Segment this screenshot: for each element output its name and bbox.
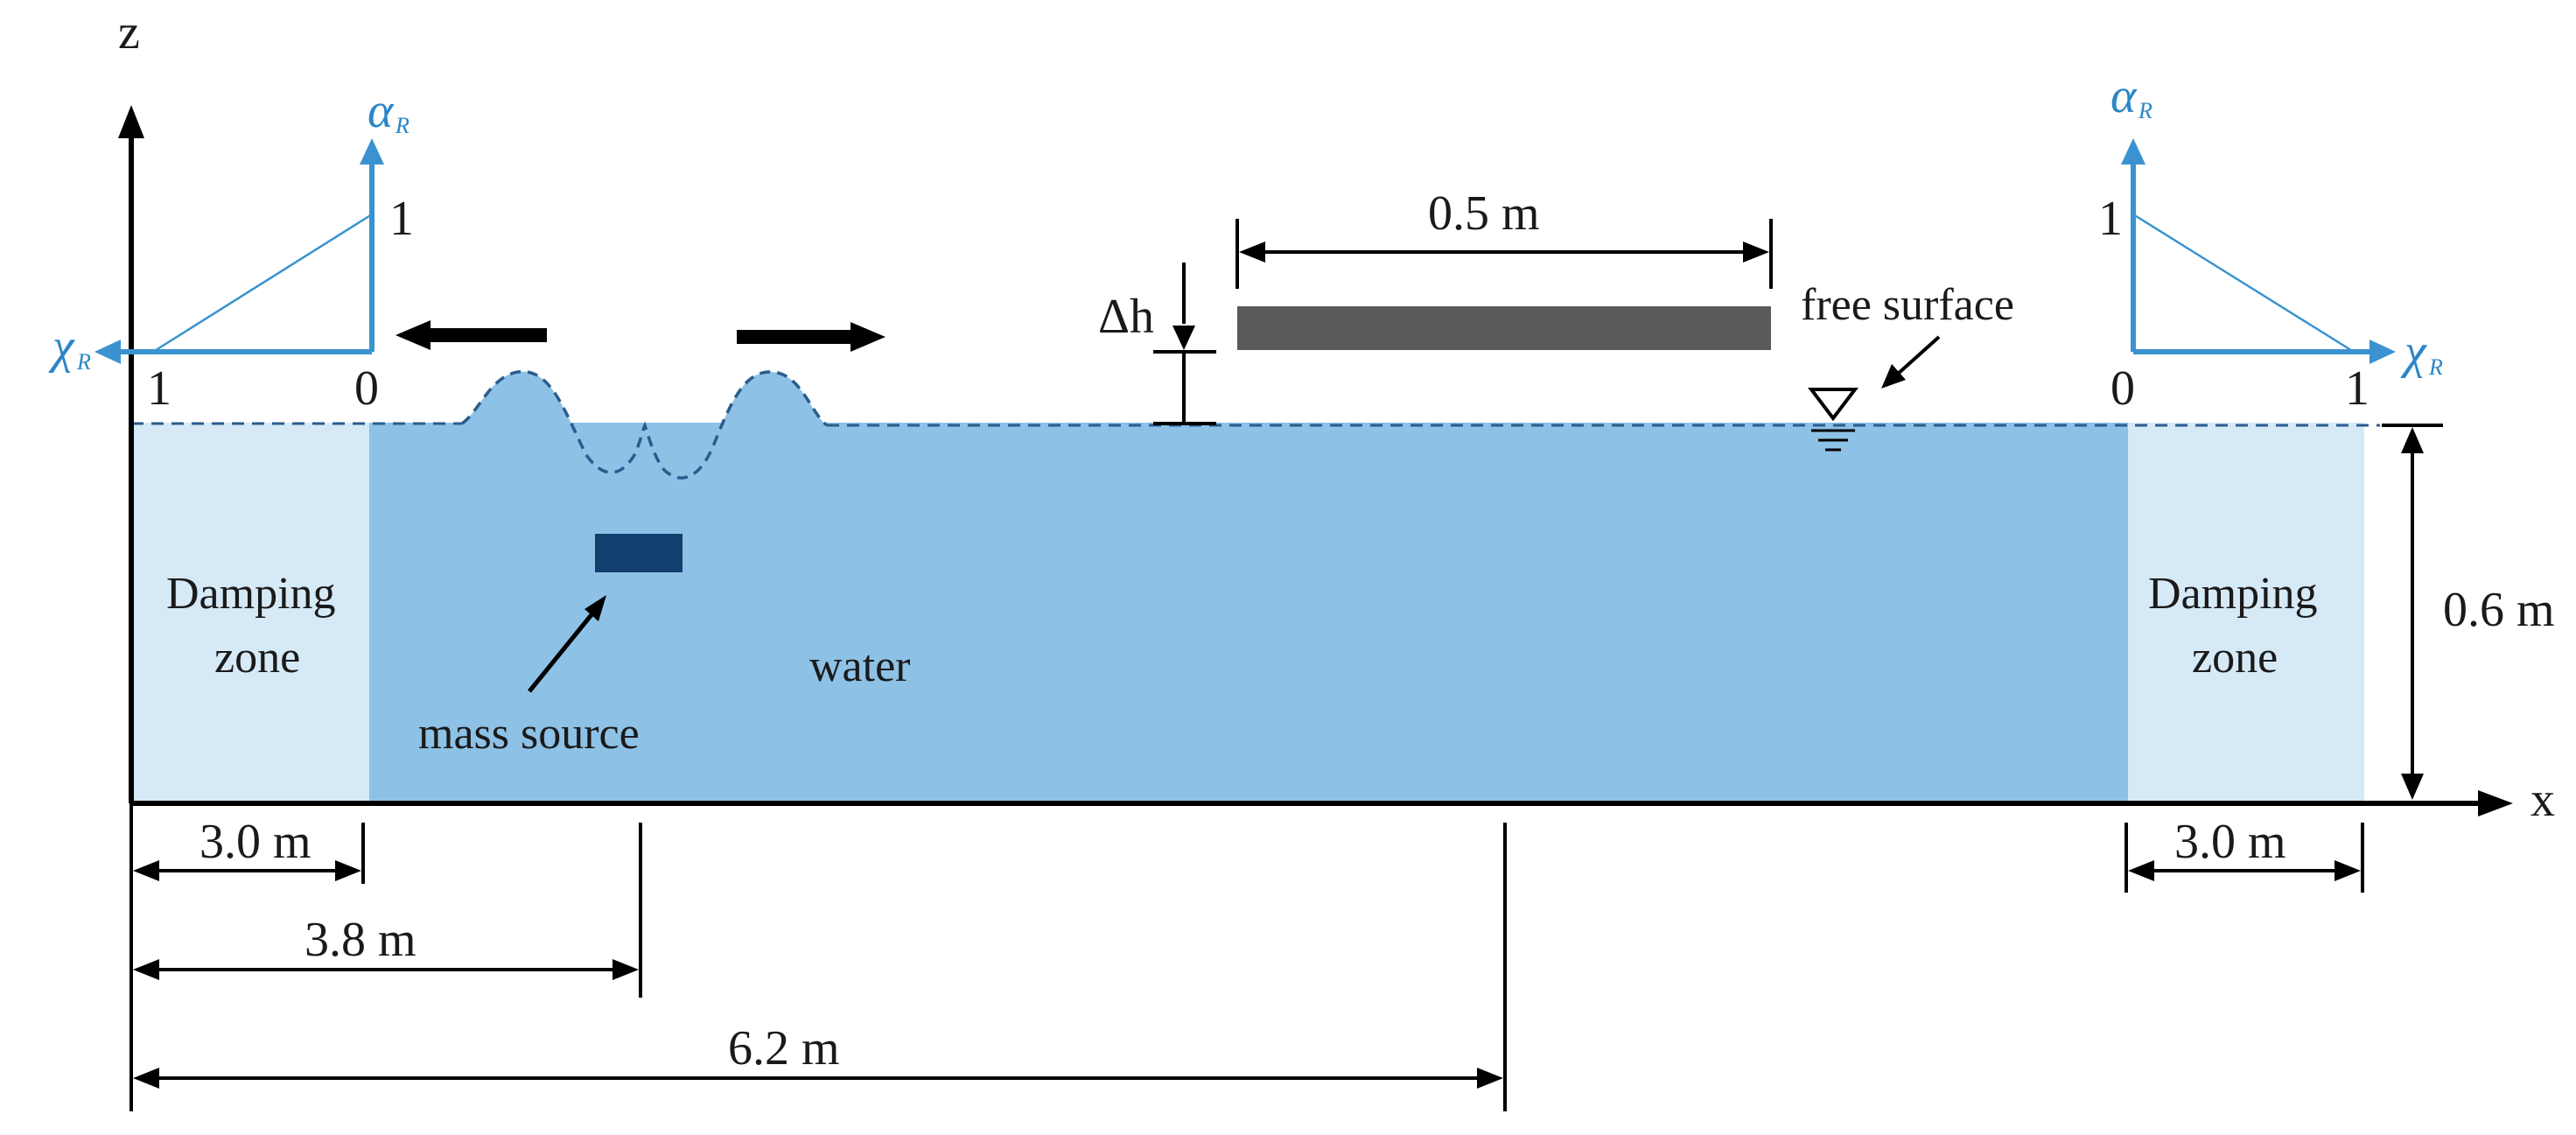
delta-h-label: Δh xyxy=(1098,290,1154,344)
damping-zone-left-label-1: Damping xyxy=(166,569,336,619)
x-axis-arrowhead xyxy=(2478,790,2513,816)
damping-zone-left-label-2: zone xyxy=(214,633,300,683)
depth-arrowhead-top xyxy=(2401,427,2424,453)
free-surface-pointer-arrowhead xyxy=(1881,364,1906,389)
left-damping-dim-arrowhead-left xyxy=(133,860,159,881)
ramp-right-alpha-max: 1 xyxy=(2098,192,2123,246)
delta-h-arrowhead-top xyxy=(1172,326,1195,350)
ramp-right-chi-sub: R xyxy=(2428,354,2443,380)
wave-outline xyxy=(460,370,829,480)
ramp-right-alpha-arrowhead xyxy=(2121,138,2146,165)
source-dim-arrowhead-right xyxy=(612,959,639,980)
ramp-left-chi-arrowhead xyxy=(94,340,121,364)
floating-body xyxy=(1237,306,1771,350)
ramp-left-line xyxy=(152,213,373,354)
ramp-right-chi-origin: 0 xyxy=(2110,361,2135,416)
ramp-left-chi-end: 1 xyxy=(147,361,172,416)
body-dim-label: 6.2 m xyxy=(728,1021,840,1075)
mass-source-block xyxy=(595,534,682,572)
body-length-arrowhead-left xyxy=(1239,242,1265,263)
ramp-right-chi-label: χ xyxy=(2400,325,2427,379)
ramp-left-alpha-max: 1 xyxy=(389,192,414,246)
source-dim-label: 3.8 m xyxy=(304,913,416,967)
ramp-right-alpha-sub: R xyxy=(2138,98,2152,123)
ramp-left-chi-label: χ xyxy=(48,319,75,374)
damping-zone-right-label-2: zone xyxy=(2192,633,2278,683)
free-surface-label: free surface xyxy=(1801,280,2014,330)
mass-source-label: mass source xyxy=(418,709,640,759)
right-damping-dim-label: 3.0 m xyxy=(2174,815,2286,869)
ramp-right-chi-end: 1 xyxy=(2345,361,2370,416)
ramp-left-alpha-arrowhead xyxy=(360,138,384,165)
mass-source-pointer-arrowhead xyxy=(584,595,606,621)
ramp-left-alpha-label: α xyxy=(368,84,395,138)
left-damping-dim-label: 3.0 m xyxy=(200,815,312,869)
body-length-label: 0.5 m xyxy=(1428,186,1540,241)
ramp-right-line xyxy=(2132,213,2355,354)
left-damping-dim-arrowhead-right xyxy=(335,860,361,881)
damping-zone-left-region xyxy=(131,423,369,802)
ramp-right-alpha-label: α xyxy=(2110,69,2138,123)
ramp-right-chi-arrowhead xyxy=(2370,340,2396,364)
water-depth-label: 0.6 m xyxy=(2443,583,2555,637)
source-dim-arrowhead-left xyxy=(133,959,159,980)
body-length-arrowhead-right xyxy=(1743,242,1769,263)
damping-zone-right-label-1: Damping xyxy=(2148,569,2318,619)
wave-direction-right-arrowhead xyxy=(850,322,886,352)
mass-source-pointer-line xyxy=(528,611,595,693)
ramp-left-alpha-sub: R xyxy=(395,113,410,138)
water-label: water xyxy=(809,641,910,691)
wave-profile xyxy=(369,371,828,479)
depth-arrowhead-bottom xyxy=(2401,774,2424,800)
right-damping-dim-arrowhead-right xyxy=(2334,860,2361,881)
right-damping-dim-arrowhead-left xyxy=(2128,860,2154,881)
ramp-left-chi-sub: R xyxy=(76,349,91,375)
body-dim-arrowhead-left xyxy=(133,1068,159,1089)
free-surface-pointer-line xyxy=(1895,335,1941,376)
z-axis-label: z xyxy=(118,5,140,60)
z-axis-arrowhead xyxy=(118,105,144,138)
ramp-left-chi-origin: 0 xyxy=(354,361,379,416)
free-surface-symbol xyxy=(1807,388,1859,422)
water-region xyxy=(369,423,2128,802)
wave-direction-left-arrowhead xyxy=(396,320,430,350)
body-dim-arrowhead-right xyxy=(1477,1068,1503,1089)
damping-zone-right-region xyxy=(2128,423,2364,802)
x-axis-label: x xyxy=(2530,773,2555,827)
